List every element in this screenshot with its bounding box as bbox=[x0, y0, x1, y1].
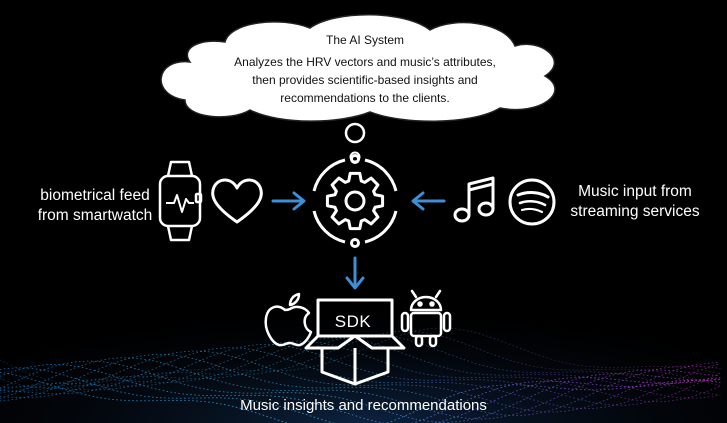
cloud-shape bbox=[160, 14, 556, 122]
biometric-feed-line-1: biometrical feed bbox=[40, 187, 150, 204]
cloud-description: Analyzes the HRV vectors and music’s att… bbox=[190, 53, 540, 107]
cloud-line-2: then provides scientific-based insights … bbox=[252, 73, 478, 87]
music-input-line-2: streaming services bbox=[570, 203, 700, 220]
output-label: Music insights and recommendations bbox=[240, 397, 487, 414]
thought-circle-large bbox=[344, 122, 366, 144]
smartwatch-icon bbox=[158, 160, 203, 242]
gear-icon bbox=[312, 154, 398, 248]
cloud-line-1: Analyzes the HRV vectors and music’s att… bbox=[234, 55, 496, 69]
spotify-icon bbox=[508, 178, 556, 226]
music-input-label: Music input from streaming services bbox=[560, 182, 710, 222]
arrow-left-to-gear bbox=[271, 191, 306, 211]
music-input-line-1: Music input from bbox=[578, 183, 692, 200]
heart-icon bbox=[211, 178, 263, 224]
arrow-right-to-gear bbox=[411, 191, 446, 211]
arrow-down-to-sdk bbox=[345, 256, 365, 290]
music-note-icon bbox=[453, 176, 495, 223]
cloud-line-3: recommendations to the clients. bbox=[280, 91, 450, 105]
sdk-label: SDK bbox=[334, 312, 372, 331]
android-icon bbox=[400, 289, 452, 348]
box-icon bbox=[304, 298, 406, 386]
cloud-title: The AI System bbox=[325, 33, 405, 47]
biometric-feed-label: biometrical feed from smartwatch bbox=[20, 186, 170, 226]
biometric-feed-line-2: from smartwatch bbox=[37, 207, 153, 224]
apple-icon bbox=[264, 292, 313, 347]
